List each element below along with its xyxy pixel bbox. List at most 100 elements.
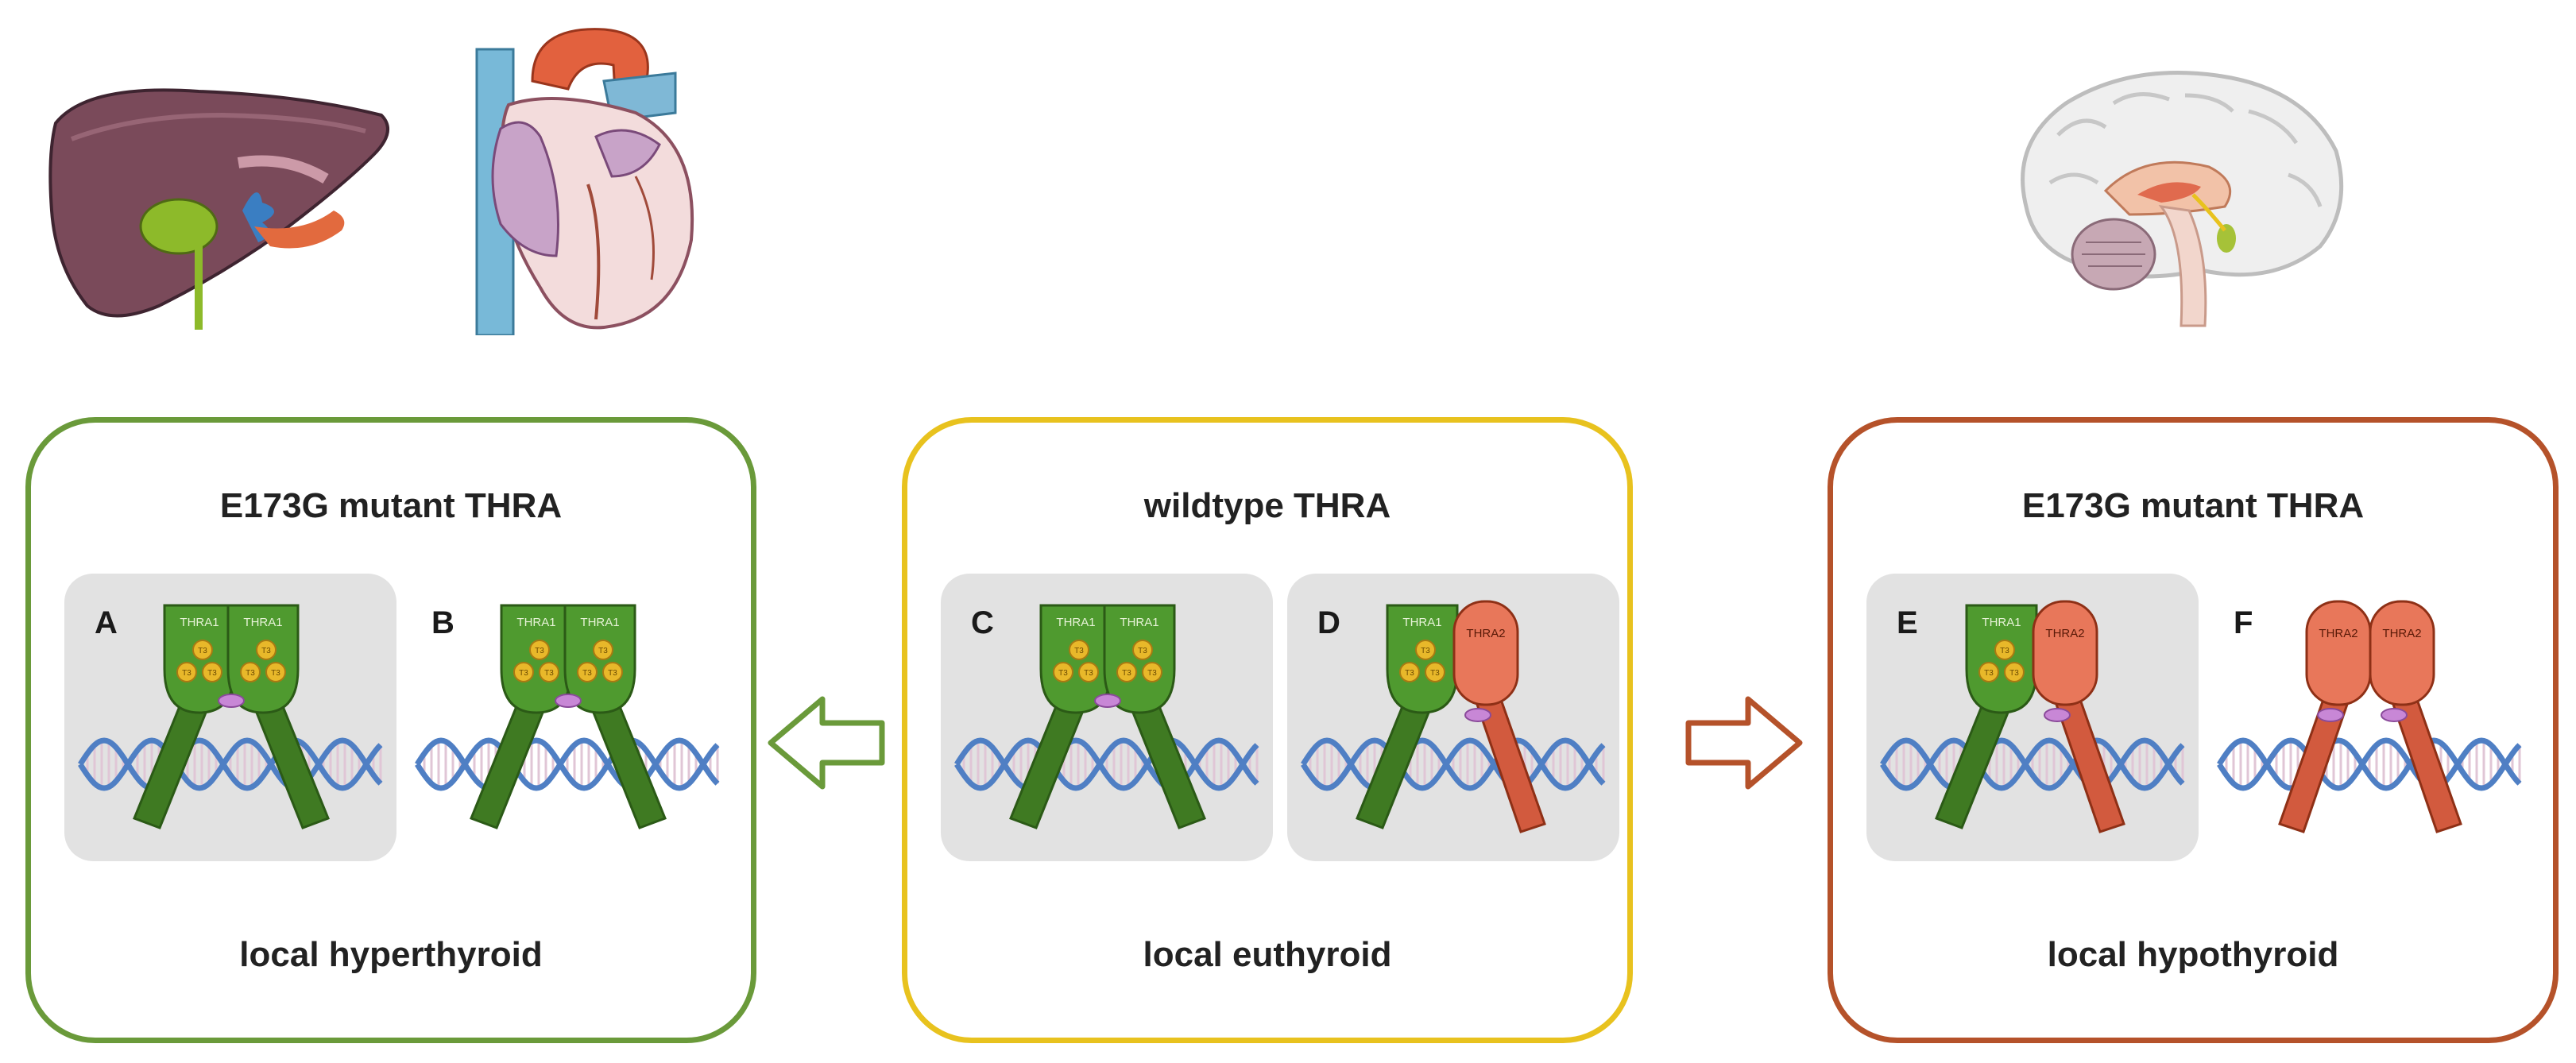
dna-helix-icon	[415, 737, 720, 791]
receptor-label: THRA2	[2382, 627, 2421, 640]
t3-hormone-icon: T3	[577, 662, 598, 682]
t3-hormone-icon: T3	[1078, 662, 1099, 682]
panel-title: E173G mutant THRA	[2021, 486, 2365, 525]
receptor-label: THRA1	[1402, 616, 1441, 629]
t3-hormone-icon: T3	[256, 640, 277, 660]
svg-text:T3: T3	[261, 647, 271, 655]
svg-text:T3: T3	[519, 669, 528, 678]
corepressor-icon	[1464, 708, 1491, 722]
t3-hormone-icon: T3	[2004, 662, 2025, 682]
svg-text:T3: T3	[207, 669, 217, 678]
corepressor-icon	[2044, 708, 2071, 722]
panel-state-label: local hyperthyroid	[239, 935, 543, 974]
subpanel-letter: C	[971, 605, 994, 640]
t3-hormone-icon: T3	[539, 662, 559, 682]
thra2-receptor: THRA2	[2032, 600, 2125, 833]
svg-text:T3: T3	[535, 647, 544, 655]
thra2-receptor: THRA2	[1452, 600, 1546, 833]
t3-hormone-icon: T3	[1399, 662, 1420, 682]
t3-hormone-icon: T3	[192, 640, 213, 660]
dna-helix-icon	[1301, 737, 1606, 791]
dna-helix-icon	[2217, 737, 2522, 791]
corepressor-icon	[2381, 708, 2408, 722]
t3-hormone-icon: T3	[513, 662, 534, 682]
receptor-label: THRA1	[243, 616, 282, 629]
t3-hormone-icon: T3	[1116, 662, 1137, 682]
svg-text:T3: T3	[198, 647, 207, 655]
thra2-receptor: THRA2	[2369, 600, 2462, 833]
t3-hormone-icon: T3	[1069, 640, 1089, 660]
t3-hormone-icon: T3	[176, 662, 197, 682]
svg-text:T3: T3	[2000, 647, 2009, 655]
corepressor-icon	[1094, 694, 1121, 708]
thra2-receptor: THRA2	[2278, 600, 2372, 833]
svg-text:T3: T3	[1074, 647, 1084, 655]
t3-hormone-icon: T3	[1425, 662, 1445, 682]
svg-text:T3: T3	[1421, 647, 1430, 655]
liver-icon	[48, 88, 389, 330]
t3-hormone-icon: T3	[593, 640, 613, 660]
subpanel-letter: D	[1317, 605, 1340, 640]
svg-text:T3: T3	[182, 669, 191, 678]
receptor-label: THRA1	[516, 616, 555, 629]
receptor-label: THRA1	[580, 616, 619, 629]
t3-hormone-icon: T3	[240, 662, 261, 682]
panel-state-label: local euthyroid	[1143, 935, 1392, 974]
svg-text:T3: T3	[1984, 669, 1994, 678]
t3-hormone-icon: T3	[265, 662, 286, 682]
subpanel-letter: E	[1897, 605, 1918, 640]
panel-title: E173G mutant THRA	[219, 486, 563, 525]
subpanel-f: F THRA2 THRA2	[2203, 574, 2535, 861]
svg-text:T3: T3	[2009, 669, 2019, 678]
subpanel-letter: B	[431, 605, 454, 640]
svg-text:T3: T3	[598, 647, 608, 655]
panel-title: wildtype THRA	[1143, 486, 1391, 525]
t3-hormone-icon: T3	[1142, 662, 1162, 682]
svg-text:T3: T3	[1430, 669, 1440, 678]
brain-icon	[2021, 71, 2344, 327]
corepressor-icon	[2317, 708, 2344, 722]
svg-text:T3: T3	[1138, 647, 1147, 655]
t3-hormone-icon: T3	[602, 662, 623, 682]
svg-text:T3: T3	[1147, 669, 1157, 678]
svg-text:T3: T3	[544, 669, 554, 678]
heart-icon	[475, 28, 694, 335]
subpanel-letter: A	[95, 605, 118, 640]
receptor-label: THRA2	[2319, 627, 2357, 640]
t3-hormone-icon: T3	[1132, 640, 1153, 660]
dna-helix-icon	[78, 737, 383, 791]
receptor-label: THRA2	[1466, 627, 1505, 640]
dna-helix-icon	[1880, 737, 2185, 791]
receptor-label: THRA2	[2045, 627, 2084, 640]
panel-state-label: local hypothyroid	[2047, 935, 2339, 974]
corepressor-icon	[218, 694, 245, 708]
receptor-label: THRA1	[180, 616, 219, 629]
dna-helix-icon	[954, 737, 1259, 791]
receptor-label: THRA1	[1056, 616, 1095, 629]
svg-text:T3: T3	[1084, 669, 1093, 678]
right-arrow-icon	[1685, 696, 1803, 790]
receptor-label: THRA1	[1120, 616, 1158, 629]
t3-hormone-icon: T3	[1053, 662, 1073, 682]
left-arrow-icon	[768, 696, 885, 790]
svg-text:T3: T3	[582, 669, 592, 678]
subpanel-letter: F	[2234, 605, 2253, 640]
svg-text:T3: T3	[1405, 669, 1414, 678]
t3-hormone-icon: T3	[529, 640, 550, 660]
svg-text:T3: T3	[1058, 669, 1068, 678]
